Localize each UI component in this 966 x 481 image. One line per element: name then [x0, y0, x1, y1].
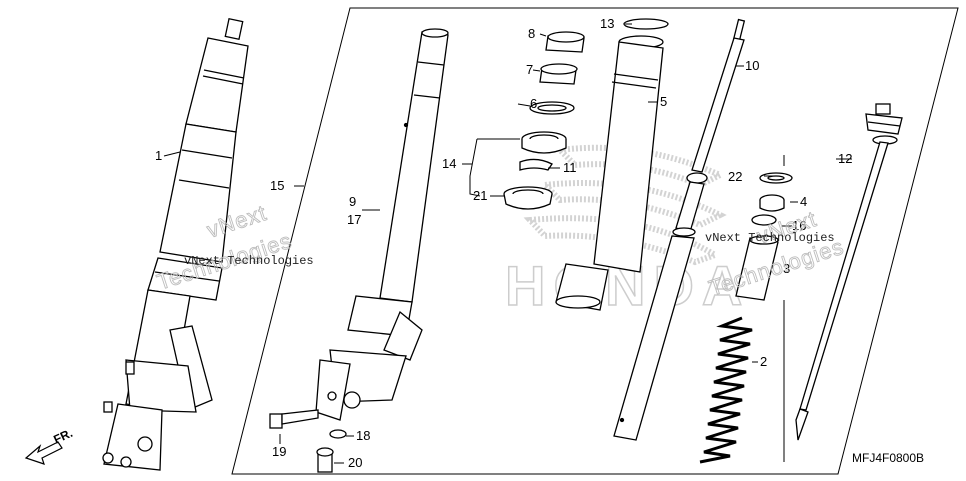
callout-14: 14	[442, 156, 456, 171]
front-label: FR.	[51, 426, 74, 447]
diagram-frame	[231, 7, 959, 475]
callout-15: 15	[270, 178, 284, 193]
callout-3: 3	[783, 261, 790, 276]
damper-rod	[613, 18, 746, 441]
adjuster-rod	[795, 103, 903, 441]
coil-spring	[699, 316, 753, 464]
diagram-code: MFJ4F0800B	[852, 451, 924, 465]
seal-stack	[503, 18, 669, 210]
callout-13: 13	[600, 16, 614, 31]
outer-tube	[315, 28, 449, 421]
callout-21: 21	[473, 188, 487, 203]
callout-9: 9	[349, 194, 356, 209]
callout-16: 16	[792, 218, 806, 233]
callout-1: 1	[155, 148, 162, 163]
callout-11: 11	[563, 160, 577, 175]
callout-12: 12	[838, 151, 852, 166]
callout-labels: 1 2 3 4 5 6 7 8 9 10 11 12 13 14 15 16 1…	[155, 16, 852, 470]
watermark-text-left: vNext Technologies	[184, 254, 314, 268]
callout-5: 5	[660, 94, 667, 109]
callout-8: 8	[528, 26, 535, 41]
callout-4: 4	[800, 194, 807, 209]
bolts	[269, 409, 347, 473]
callout-18: 18	[356, 428, 370, 443]
fork-assembly	[102, 17, 249, 471]
callout-6: 6	[530, 96, 537, 111]
callout-19: 19	[272, 444, 286, 459]
callout-7: 7	[526, 62, 533, 77]
watermark-text-right: vNext Technologies	[705, 231, 835, 245]
front-direction-arrow: FR.	[24, 426, 75, 465]
arrow-icon	[24, 441, 63, 465]
leader-lines	[163, 23, 852, 464]
callout-17: 17	[347, 212, 361, 227]
callout-10: 10	[745, 58, 759, 73]
callout-20: 20	[348, 455, 362, 470]
fork-tube	[555, 35, 664, 311]
callout-22: 22	[728, 169, 742, 184]
callout-2: 2	[760, 354, 767, 369]
